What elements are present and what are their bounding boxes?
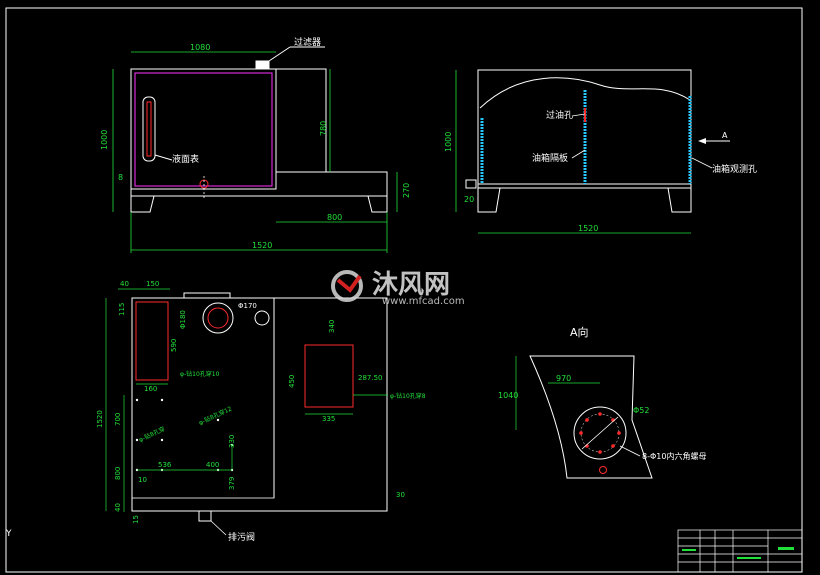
plan-d287: 287.50 xyxy=(358,374,383,382)
plan-right-opening xyxy=(304,344,354,408)
dim-top: 1080 xyxy=(190,43,210,52)
plan-d379: 379 xyxy=(228,477,236,490)
plan-cover-circle xyxy=(202,302,234,334)
plan-d330: 330 xyxy=(228,435,236,448)
oil-hole-label: 过油孔 xyxy=(546,109,573,121)
front-foot-right xyxy=(367,195,388,213)
view-a-arrow-label: A xyxy=(722,131,728,140)
side-view: 过油孔 油箱隔板 油箱观测孔 A 1000 20 1520 xyxy=(444,69,757,234)
view-a-flange xyxy=(573,406,627,460)
plan-d536: 536 xyxy=(158,461,172,469)
view-a: A向 970 1040 Φ52 8-Φ10内六角螺母 xyxy=(498,325,706,479)
dim-right-small: 270 xyxy=(402,183,411,198)
plan-d450: 450 xyxy=(288,375,296,388)
baffle-label: 油箱隔板 xyxy=(532,152,568,164)
front-right-section xyxy=(276,68,388,194)
front-tank-inner xyxy=(134,72,273,187)
view-a-title: A向 xyxy=(570,325,589,339)
axis-y-label: Y xyxy=(5,529,12,539)
view-a-phi: Φ52 xyxy=(633,406,649,415)
plan-outline xyxy=(131,297,388,512)
front-foot-left xyxy=(130,195,155,213)
plan-d10: 10 xyxy=(138,476,147,484)
observe-hole-label: 油箱观测孔 xyxy=(712,163,757,175)
plan-d160: 160 xyxy=(144,385,157,393)
drain-valve-leader xyxy=(210,520,227,536)
plan-cover-circle-inner xyxy=(207,307,229,329)
plan-phi180: Φ180 xyxy=(179,310,187,329)
dim-base: 800 xyxy=(327,213,342,222)
drain-valve xyxy=(198,510,212,522)
observe-leader xyxy=(691,157,713,169)
plan-d340: 340 xyxy=(328,320,336,333)
oil-hole-leader xyxy=(571,113,586,117)
plan-inner xyxy=(131,297,275,499)
view-a-diag xyxy=(581,416,619,450)
front-tank-outline xyxy=(130,68,277,190)
side-dim-small: 20 xyxy=(464,195,474,204)
view-a-drain xyxy=(599,466,607,474)
plan-phi170: Φ170 xyxy=(238,302,257,310)
filter-leader xyxy=(268,46,291,62)
plan-note3: φ-钻8孔穿12 xyxy=(197,404,233,426)
drawing-frame xyxy=(5,7,803,573)
watermark-brand: 沐风网 xyxy=(372,270,450,300)
side-foot-left xyxy=(477,184,501,213)
filter-label: 过滤器 xyxy=(294,36,321,48)
plan-small-circle xyxy=(254,310,270,326)
plan-d800: 800 xyxy=(114,467,122,480)
plan-d40b: 40 xyxy=(114,503,122,512)
plan-view: 排污阀 40 150 115 Φ170 Φ180 590 160 φ-钻10孔穿… xyxy=(96,280,426,543)
plan-note2: φ-钻10孔穿8 xyxy=(390,392,426,400)
title-block xyxy=(677,529,803,573)
front-base xyxy=(130,189,388,197)
view-a-h1040: 1040 xyxy=(498,391,518,400)
side-nozzle xyxy=(465,179,477,189)
plan-d40: 40 xyxy=(120,280,129,288)
view-a-arrowhead xyxy=(698,138,706,144)
level-gauge-inner xyxy=(146,101,152,157)
filter xyxy=(255,60,270,70)
side-foot-right xyxy=(667,184,692,213)
level-gauge-leader xyxy=(154,154,173,161)
view-a-bolt-leader xyxy=(619,445,641,457)
plan-d115: 115 xyxy=(118,303,126,316)
plan-d400: 400 xyxy=(206,461,219,469)
level-gauge-label: 液面表 xyxy=(172,153,199,165)
watermark: 沐风网 www.mfcad.com xyxy=(331,270,465,307)
view-a-outline xyxy=(529,355,653,479)
watermark-logo xyxy=(331,270,363,302)
level-gauge xyxy=(142,96,156,162)
plan-d150: 150 xyxy=(146,280,159,288)
baffle-leader xyxy=(571,149,586,159)
plan-d335: 335 xyxy=(322,415,335,423)
dim-mid-right: 780 xyxy=(319,121,328,136)
plan-d15: 15 xyxy=(132,515,140,524)
side-dim-height: 1000 xyxy=(444,132,453,152)
dim-small-left: 8 xyxy=(118,173,123,182)
plan-top-flange xyxy=(183,292,231,299)
plan-d590: 590 xyxy=(170,339,178,352)
view-a-w970: 970 xyxy=(556,374,571,383)
plan-d30: 30 xyxy=(396,491,405,499)
plan-d1520: 1520 xyxy=(96,410,104,428)
side-dim-total: 1520 xyxy=(578,224,598,233)
plan-d700: 700 xyxy=(114,413,122,426)
front-view: 过滤器 液面表 1080 1000 8 780 270 800 1520 xyxy=(100,36,411,253)
dim-total: 1520 xyxy=(252,241,272,250)
watermark-url: www.mfcad.com xyxy=(382,296,465,307)
drain-valve-label: 排污阀 xyxy=(228,531,255,543)
plan-left-opening xyxy=(135,301,169,381)
dim-height-left: 1000 xyxy=(100,130,109,150)
view-a-bolts xyxy=(579,412,621,454)
side-oil-curve xyxy=(479,77,691,109)
view-a-bolt-label: 8-Φ10内六角螺母 xyxy=(642,451,706,461)
plan-note1: φ-钻10孔穿10 xyxy=(180,370,220,378)
